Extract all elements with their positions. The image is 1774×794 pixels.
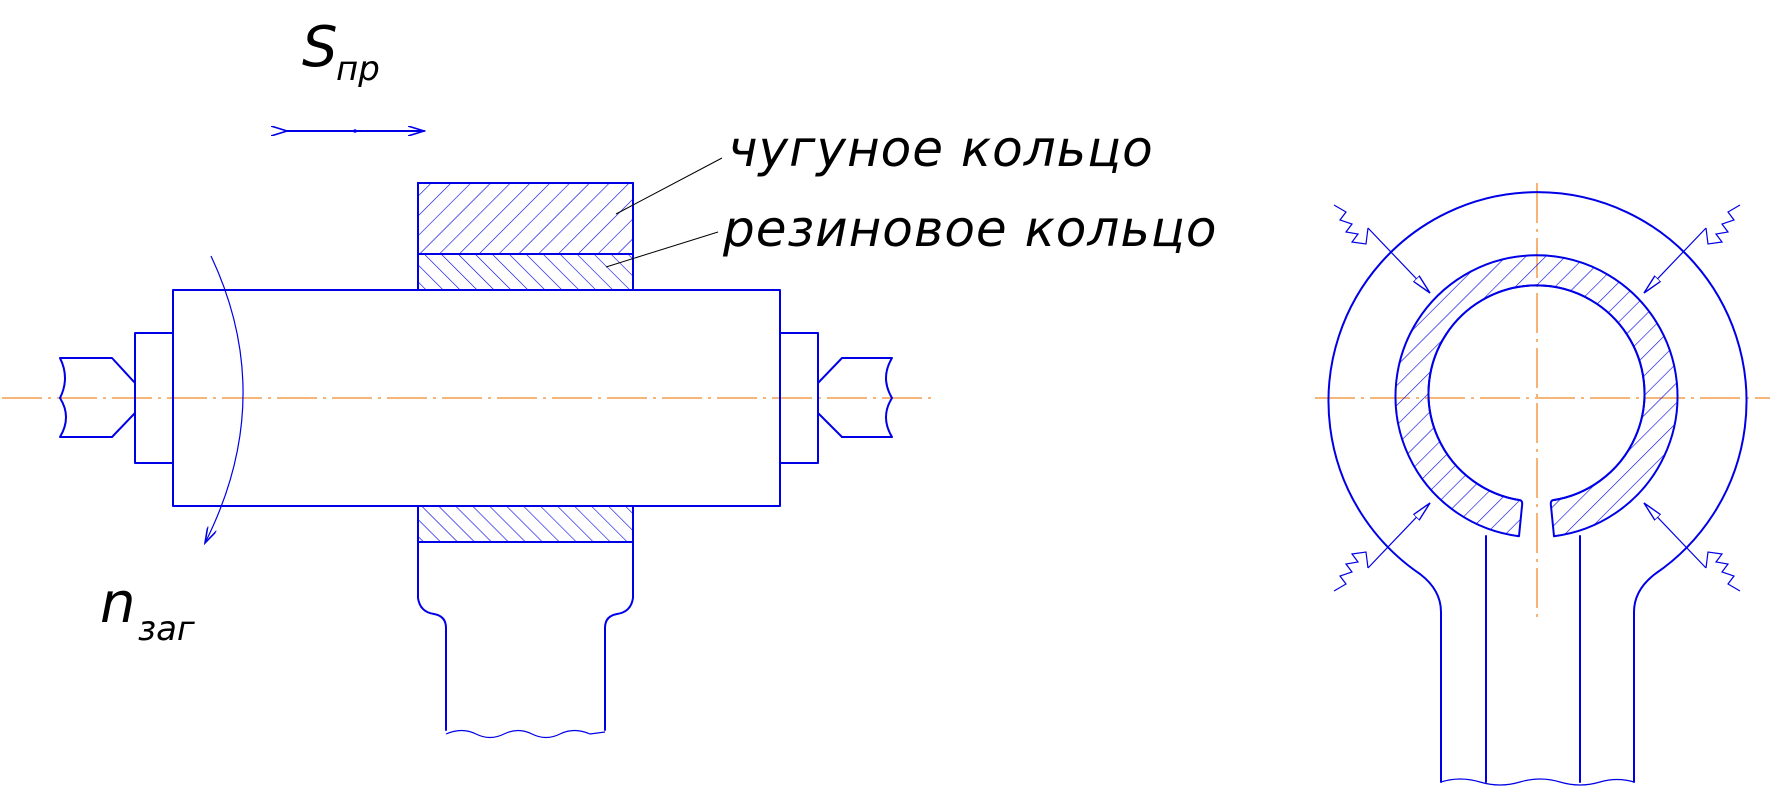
left-center-point xyxy=(59,357,136,438)
holder-outer-contour xyxy=(1327,191,1748,783)
cast-iron-ring-section xyxy=(417,182,634,255)
ring-bore xyxy=(1427,284,1646,501)
handle-break-line xyxy=(445,729,606,739)
holder-bottom-break xyxy=(1440,778,1635,786)
pressure-arrow-bottom-right xyxy=(1644,503,1741,592)
rotation-direction-arrow xyxy=(205,255,244,543)
feed-arrow-dot xyxy=(353,129,357,133)
pressure-arrow-top-left xyxy=(1333,204,1430,293)
lap-holder-handle xyxy=(417,541,634,731)
rotation-subscript: заг xyxy=(138,609,196,649)
rubber-ring-section-bottom xyxy=(417,505,634,543)
feed-subscript: пр xyxy=(336,49,380,89)
cast-iron-ring-label: чугуное кольцо xyxy=(728,120,1154,178)
left-view: чугуное кольцо резиновое кольцо S пр n з… xyxy=(2,15,1217,739)
rubber-ring-section-top xyxy=(417,253,634,291)
right-center-point xyxy=(817,357,893,438)
right-view xyxy=(1315,183,1770,786)
rubber-ring-leader xyxy=(605,231,719,268)
pressure-arrow-top-right xyxy=(1644,204,1741,293)
rubber-ring-label: резиновое кольцо xyxy=(722,200,1217,258)
feed-symbol: S xyxy=(302,15,338,80)
cast-iron-ring-leader xyxy=(615,157,723,215)
rotation-symbol: n xyxy=(100,571,136,636)
pressure-arrow-bottom-left xyxy=(1333,503,1430,592)
